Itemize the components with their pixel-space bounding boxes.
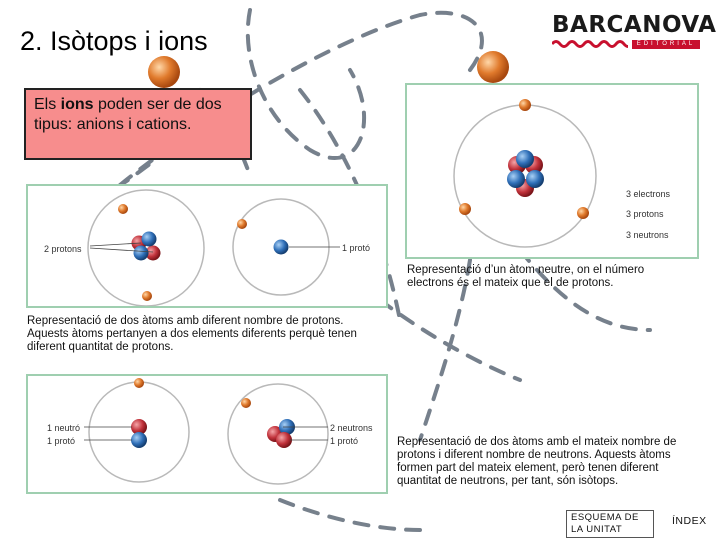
ions-text-after: poden ser de dos tipus: anions i cations… (34, 96, 222, 133)
label-two-protons: 2 protons (44, 244, 82, 254)
neutron (507, 170, 525, 188)
publisher-logo: BARCANOVA EDITORIAL (552, 12, 716, 49)
label-one-proton-left: 1 protó (47, 436, 75, 446)
neutron (526, 170, 544, 188)
index-button[interactable]: ÍNDEX (668, 514, 711, 528)
label-two-neutrons: 2 neutrons (330, 423, 373, 433)
neutron-red (276, 432, 292, 448)
label-one-proton: 1 protó (342, 243, 370, 253)
neutral-atom-diagram: 3 electrons 3 protons 3 neutrons (453, 99, 671, 248)
electron-orbit (227, 383, 329, 485)
neutron (516, 150, 534, 168)
proton-blue (131, 432, 147, 448)
electron (134, 378, 144, 388)
isotopes-figure: 1 neutró 1 protó 2 neutrons 1 protó (26, 374, 388, 494)
neutral-atom-figure: 3 electrons 3 protons 3 neutrons (405, 83, 699, 259)
electron (118, 204, 128, 214)
ions-text-before: Els (34, 96, 61, 113)
electron-orbit (453, 104, 597, 248)
neutron (141, 231, 157, 247)
page-title: 2. Isòtops i ions (20, 26, 208, 56)
logo-subtitle: EDITORIAL (632, 40, 700, 49)
label-one-neutron: 1 neutró (47, 423, 80, 433)
ions-keyword: ions (60, 96, 94, 113)
proton (145, 245, 161, 261)
logo-wordmark: BARCANOVA (552, 12, 717, 38)
electron (241, 398, 251, 408)
neutron (133, 245, 149, 261)
neutron-red (131, 419, 147, 435)
isotopes-diagram: 1 neutró 1 protó 2 neutrons 1 protó (47, 378, 373, 485)
different-protons-figure: 2 protons 1 protó (26, 184, 388, 308)
different-protons-diagram: 2 protons 1 protó (44, 189, 370, 307)
neutral-atom-caption: Representació d’un àtom neutre, on el nú… (407, 264, 645, 289)
electron (577, 207, 589, 219)
label-electrons: 3 electrons (626, 189, 671, 199)
electron (459, 203, 471, 215)
neutron (273, 239, 289, 255)
logo-wave-icon (552, 40, 628, 48)
label-protons: 3 protons (626, 209, 664, 219)
electron (237, 219, 247, 229)
electron (519, 99, 531, 111)
isotopes-caption: Representació de dos àtoms amb el mateix… (397, 436, 677, 487)
label-one-proton-right: 1 protó (330, 436, 358, 446)
label-neutrons: 3 neutrons (626, 230, 669, 240)
electron (142, 291, 152, 301)
different-protons-caption: Representació de dos àtoms amb diferent … (27, 315, 357, 353)
unit-scheme-button[interactable]: ESQUEMA DE LA UNITAT (566, 510, 654, 538)
ions-definition-box: Els ions poden ser de dos tipus: anions … (24, 88, 252, 160)
